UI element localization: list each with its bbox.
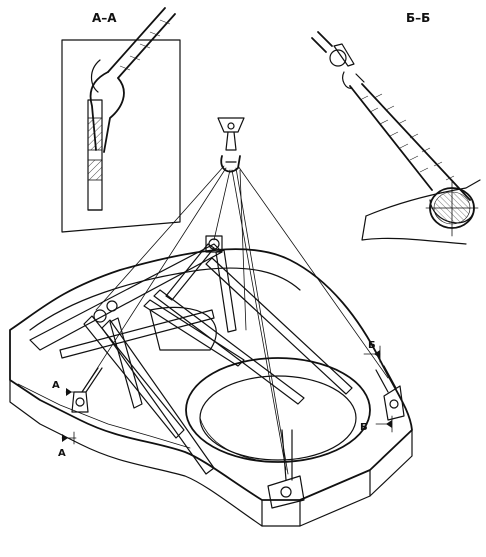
section-mark-b-lower: Б bbox=[360, 415, 393, 433]
section-a-title: А–А bbox=[92, 11, 117, 25]
section-mark-b-upper-label: Б bbox=[368, 340, 376, 351]
section-b-title: Б–Б bbox=[406, 11, 430, 25]
lug-front bbox=[267, 429, 305, 509]
section-mark-a-lower-label: А bbox=[58, 448, 66, 459]
section-mark-a-upper-label: А bbox=[52, 380, 60, 391]
crane-hook bbox=[217, 117, 245, 173]
section-mark-b-upper: Б bbox=[363, 340, 381, 363]
section-mark-a-lower: А bbox=[58, 431, 77, 459]
sling-lines bbox=[81, 165, 389, 475]
detail-a-a bbox=[61, 7, 181, 233]
section-mark-b-lower-label: Б bbox=[360, 422, 368, 433]
section-mark-a-upper: А bbox=[52, 380, 83, 396]
spreader-frame bbox=[29, 235, 353, 475]
lug-right bbox=[375, 365, 405, 421]
lug-left bbox=[71, 367, 103, 413]
detail-b-b bbox=[311, 31, 481, 245]
